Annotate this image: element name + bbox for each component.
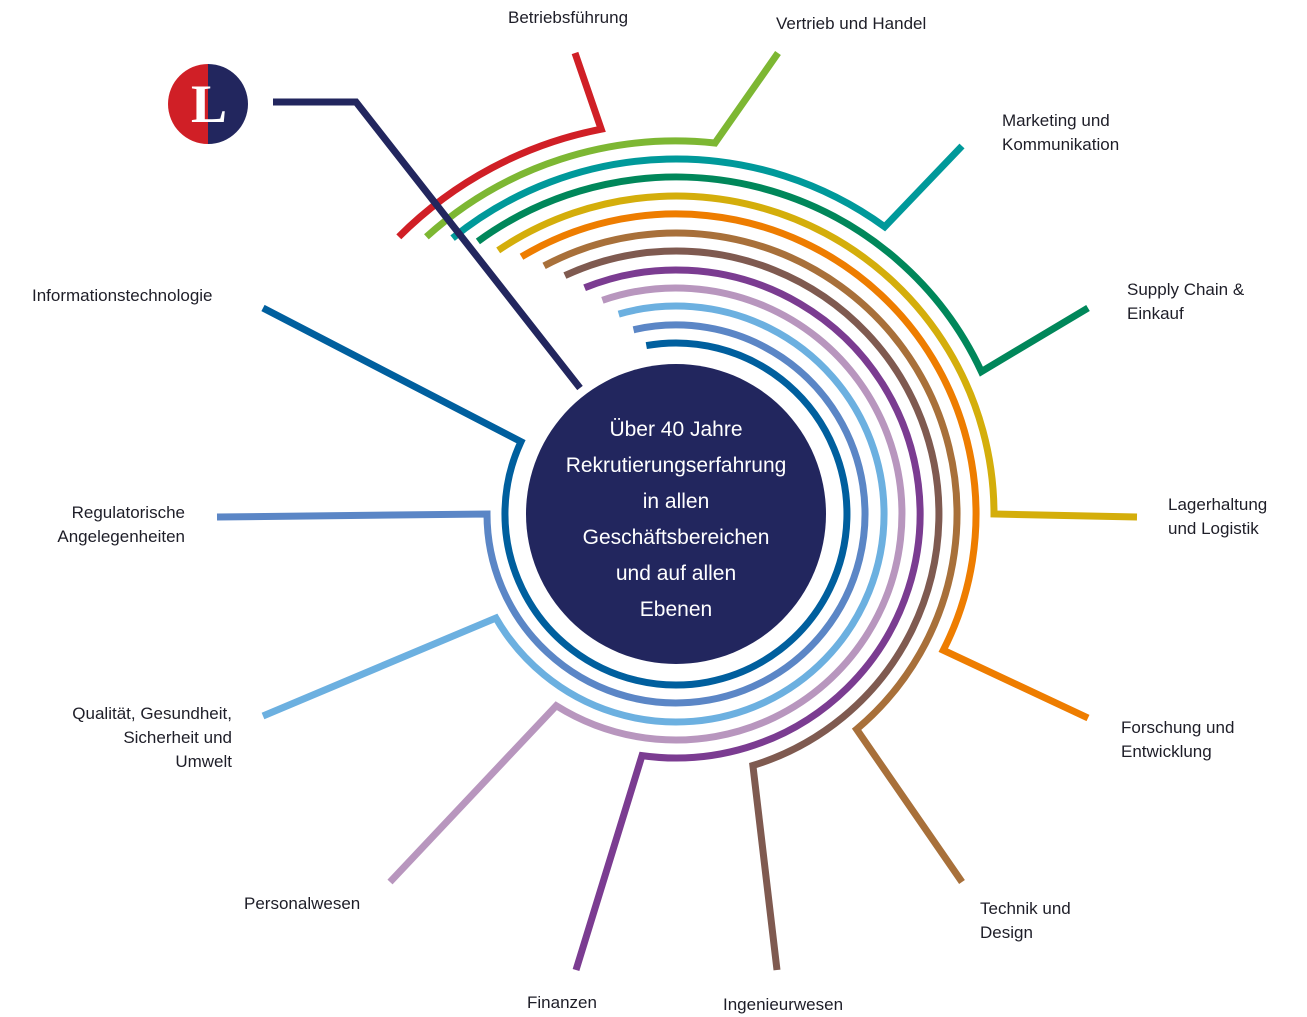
logo-connector-line [273,98,583,391]
label-lagerhaltung-und-logistik: Lagerhaltung und Logistik [1168,495,1268,538]
ring-arc-3 [450,143,965,241]
center-line-2: Rekrutierungserfahrung [565,454,787,477]
ring-arc-7 [542,229,965,884]
label-supply-chain-einkauf: Supply Chain & Einkauf [1127,280,1245,323]
center-line-5: und auf allen [615,562,737,585]
ring-arc-4 [475,173,1090,377]
label-forschung-und-entwicklung: Forschung und Entwicklung [1121,718,1235,761]
label-betriebsfuehrung: Betriebsführung [508,8,629,27]
label-vertrieb-und-handel: Vertrieb und Handel [776,14,927,33]
label-ingenieurwesen: Ingenieurwesen [723,995,844,1014]
label-marketing-und-kommunikation: Marketing und Kommunikation [1002,111,1120,154]
label-informationstechnologie: Informationstechnologie [32,286,213,305]
label-regulatorische-angelegenheiten: Regulatorische Angelegenheiten [57,503,185,546]
ring-arc-13 [261,304,851,689]
center-line-4: Geschäftsbereichen [582,526,770,549]
ring-arc-12 [216,321,869,707]
ring-arc-6 [519,210,1090,722]
label-personalwesen: Personalwesen [244,894,361,913]
label-qualitaet-gesundheit-sicherheit-umwelt: Qualität, Gesundheit, Sicherheit und Umw… [72,704,232,771]
ring-arc-9 [572,266,924,972]
center-circle [526,364,826,664]
ring-arc-1 [396,51,606,240]
logo-letter: L [191,74,227,134]
logo: L [168,64,248,144]
label-technik-und-design: Technik und Design [980,899,1071,942]
center-text: Über 40 Jahre Rekrutierungserfahrung in … [526,412,826,628]
label-finanzen: Finanzen [527,993,597,1012]
ring-arc-5 [496,192,1138,521]
ring-arc-2 [424,50,781,240]
ring-arc-8 [563,247,943,971]
ring-arc-10 [387,284,906,885]
ring-arc-11 [261,302,888,726]
center-line-6: Ebenen [639,598,713,621]
center-line-1: Über 40 Jahre [609,418,743,441]
center-line-3: in allen [642,490,710,513]
rings-layer [216,50,1138,972]
